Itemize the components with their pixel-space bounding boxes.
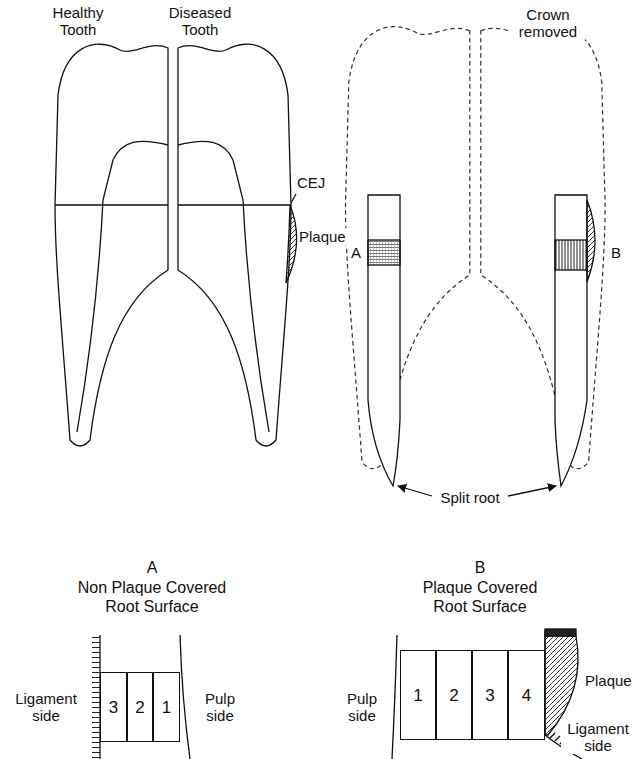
segment-number: 4 [522,686,531,705]
part-label: Plaque [584,672,633,689]
diseased-tooth-half [178,44,291,446]
part-label: Plaque [298,228,347,245]
pointer-arrow [398,486,432,496]
sample-block [368,240,400,265]
section-letter: B [474,558,487,577]
root-section [555,195,587,486]
plaque-surface [545,629,576,636]
part-label: Ligament side [561,720,635,754]
part-label: Ligament side [7,690,85,724]
part-label: Pulp side [194,690,246,724]
pulp-line [178,141,269,432]
segment-cell: 3 [100,672,127,742]
root-edge [180,635,190,759]
pulp-line [77,141,168,432]
segment-number: 2 [135,698,144,717]
segment-number: 3 [109,698,118,717]
section-letter: A [146,558,159,577]
root-section [368,195,400,486]
segment-number: 3 [485,686,494,705]
part-label: Diseased Tooth [160,4,240,38]
part-label: Non Plaque Covered Root Surface [65,578,239,616]
part-label: Healthy Tooth [46,4,110,38]
part-label: Split root [439,489,500,506]
segment-cell: 2 [436,650,472,740]
sample-block [555,240,587,270]
root-edge [392,635,397,759]
segment-cell: 2 [127,672,153,742]
cej-line [55,204,291,205]
leader-line [291,194,296,203]
plaque-deposit [587,200,595,282]
part-label: Pulp side [336,690,388,724]
part-label: CEJ [296,174,326,191]
part-label: Crown removed [511,6,585,40]
segment-cell: 4 [508,650,545,740]
pointer-arrow [508,486,556,496]
segment-number: 2 [449,686,458,705]
dashed-tooth-outline [346,27,470,469]
segment-cell: 1 [153,672,180,742]
healthy-tooth-half [55,44,168,446]
segment-cell: 1 [400,650,436,740]
section-letter: A [350,244,362,261]
segment-number: 1 [162,698,171,717]
part-label: Plaque Covered Root Surface [413,578,547,616]
ligament-ticks [92,635,100,759]
segment-number: 1 [413,686,422,705]
section-letter: B [610,244,622,261]
plaque-deposit [286,205,297,283]
segment-cell: 3 [472,650,508,740]
